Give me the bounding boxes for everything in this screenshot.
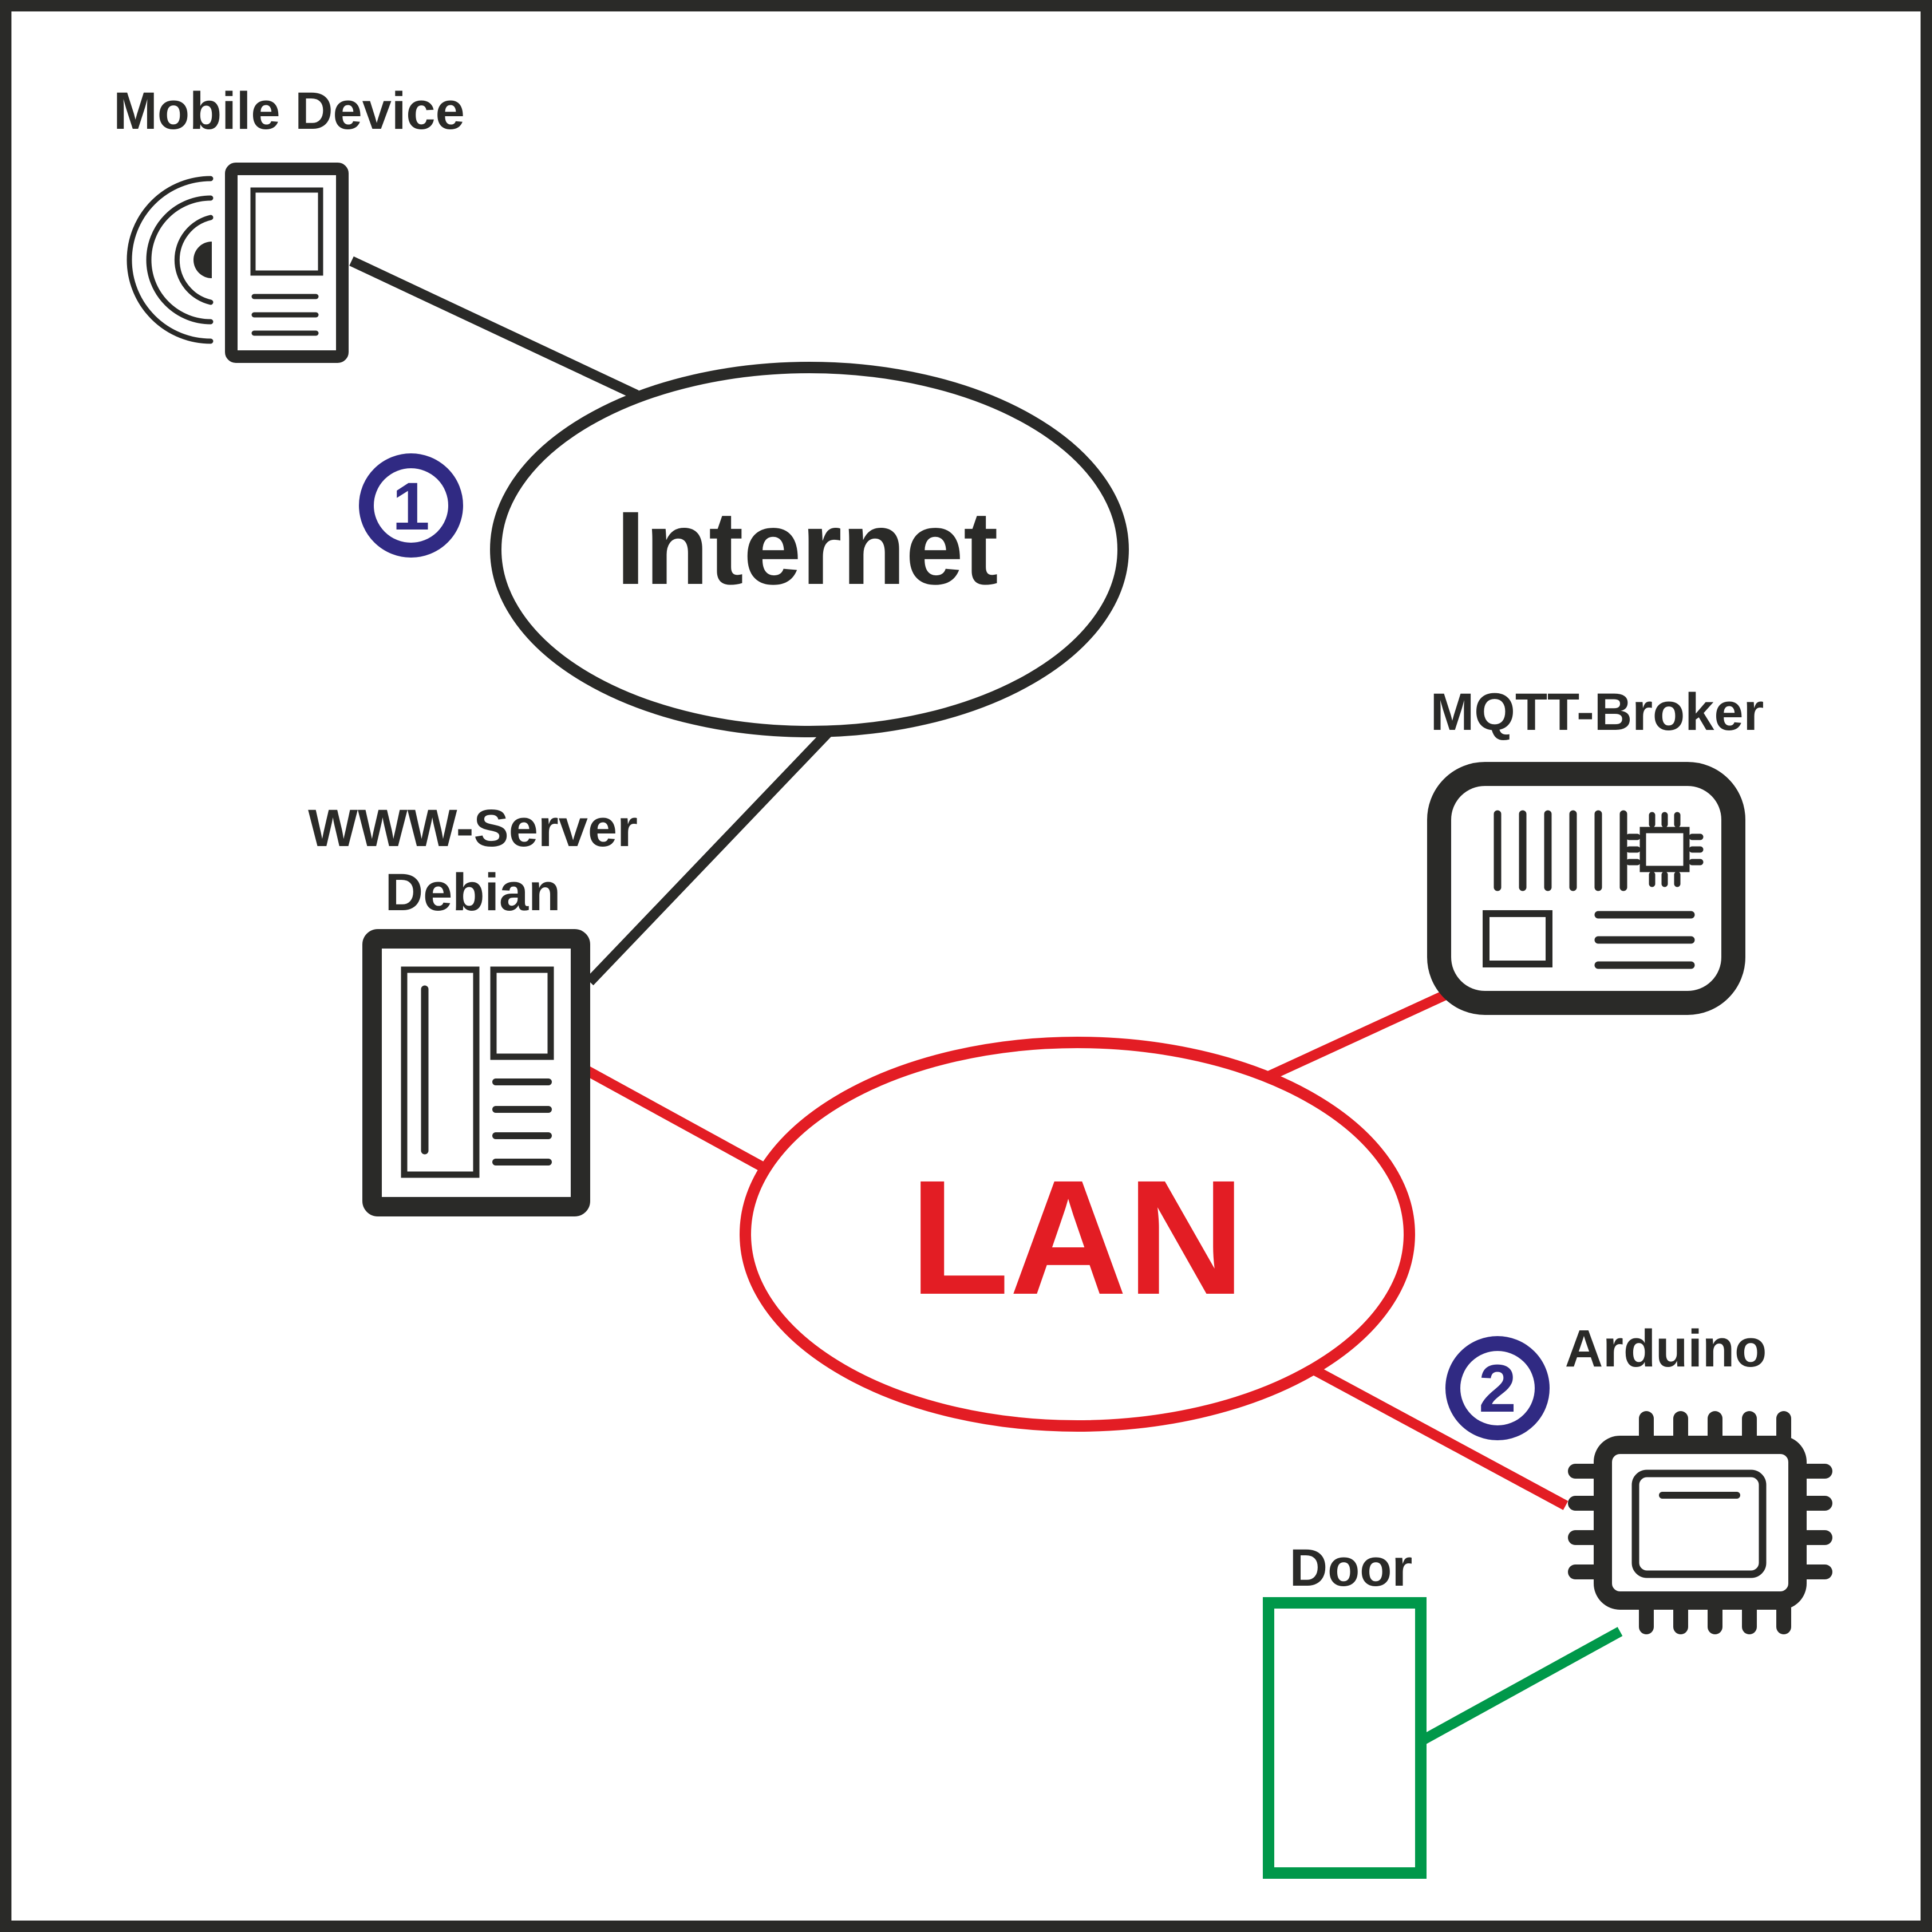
broker-vent-lines (1494, 810, 1627, 891)
mobile-device-icon (127, 163, 349, 363)
phone-screen (250, 187, 323, 276)
link-arduino-door (1420, 1627, 1623, 1745)
step-marker-1-number: 1 (392, 469, 430, 544)
broker-chip-icon (1626, 812, 1704, 887)
server-left-panel (401, 966, 480, 1178)
lan-ellipse (740, 1037, 1415, 1432)
arduino-label: Arduino (1565, 1319, 1767, 1378)
arduino-display (1631, 1469, 1767, 1578)
phone-body (225, 163, 349, 363)
lan-label: LAN (910, 1147, 1245, 1329)
mqtt-broker-label: MQTT-Broker (1431, 683, 1764, 741)
link-mobile-internet (349, 256, 639, 400)
arduino-pins (1568, 1411, 1832, 1634)
internet-label: Internet (616, 489, 998, 606)
broker-text-lines (1594, 911, 1695, 969)
arduino-body (1594, 1436, 1807, 1610)
server-icon (362, 929, 590, 1216)
step-marker-2: 2 (1445, 1336, 1550, 1440)
server-text-lines (492, 1078, 552, 1165)
phone-text-lines (251, 294, 319, 336)
www-server-label: WWW-Server (308, 799, 638, 858)
signal-dot-icon (193, 242, 212, 278)
www-server-os-label: Debian (385, 863, 561, 922)
door-icon (1263, 1597, 1427, 1879)
wireless-signal-icon (127, 176, 214, 344)
door-label: Door (1290, 1539, 1413, 1597)
mqtt-broker-icon (1427, 762, 1745, 1015)
broker-display (1483, 910, 1552, 967)
arduino-chip-icon (1568, 1411, 1832, 1634)
link-lan-arduino (1308, 1364, 1568, 1510)
link-server-lan (584, 1066, 767, 1172)
step-marker-1: 1 (359, 453, 463, 558)
internet-ellipse (490, 362, 1129, 737)
link-lan-mqtt (1264, 990, 1448, 1082)
step-marker-2-number: 2 (1479, 1351, 1516, 1427)
mobile-device-label: Mobile Device (113, 82, 465, 140)
server-right-panel (490, 966, 554, 1060)
link-internet-server (586, 728, 833, 986)
